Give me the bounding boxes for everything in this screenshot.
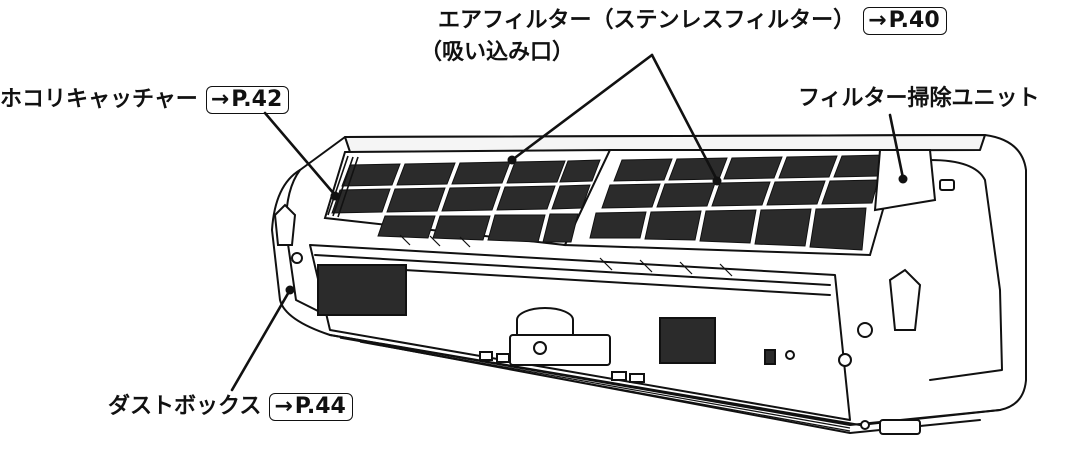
- air-filter-page-ref[interactable]: → P.40: [863, 7, 947, 35]
- leader-dust-catcher: [263, 111, 337, 197]
- ref-arrow-icon: →: [868, 8, 887, 33]
- air-filter-label: エアフィルター（ステンレスフィルター） → P.40: [438, 7, 947, 35]
- air-filter-sublabel: （吸い込み口）: [420, 40, 574, 66]
- air-filter-text: エアフィルター（ステンレスフィルター）: [438, 8, 856, 33]
- dust-box-page-number: P.44: [294, 394, 346, 419]
- dust-catcher-label: ホコリキャッチャー → P.42: [0, 86, 290, 114]
- leader-air-filter-right: [650, 53, 719, 182]
- top-rim: [344, 134, 986, 153]
- dust-box-page-ref[interactable]: → P.44: [269, 393, 353, 421]
- dust-box-text: ダストボックス: [108, 394, 262, 419]
- right-side-panel: [929, 159, 1003, 381]
- air-filter-page-number: P.40: [888, 8, 940, 33]
- leader-filter-cleaning-unit: [888, 113, 905, 180]
- air-filter-subtext: （吸い込み口）: [420, 40, 575, 65]
- dust-catcher-page-number: P.42: [231, 87, 283, 112]
- dust-box-label: ダストボックス → P.44: [108, 393, 353, 421]
- ref-arrow-icon: →: [210, 87, 230, 112]
- leader-air-filter-left: [510, 53, 654, 162]
- ref-arrow-icon: →: [274, 394, 293, 419]
- dust-catcher-page-ref[interactable]: → P.42: [205, 86, 290, 114]
- filter-cleaning-unit-text: フィルター掃除ユニット: [798, 86, 1040, 111]
- leader-dust-box: [230, 288, 292, 392]
- dust-catcher-text: ホコリキャッチャー: [0, 87, 198, 112]
- dust-box-body: [317, 264, 407, 316]
- filter-cleaning-unit-label: フィルター掃除ユニット: [798, 86, 1040, 112]
